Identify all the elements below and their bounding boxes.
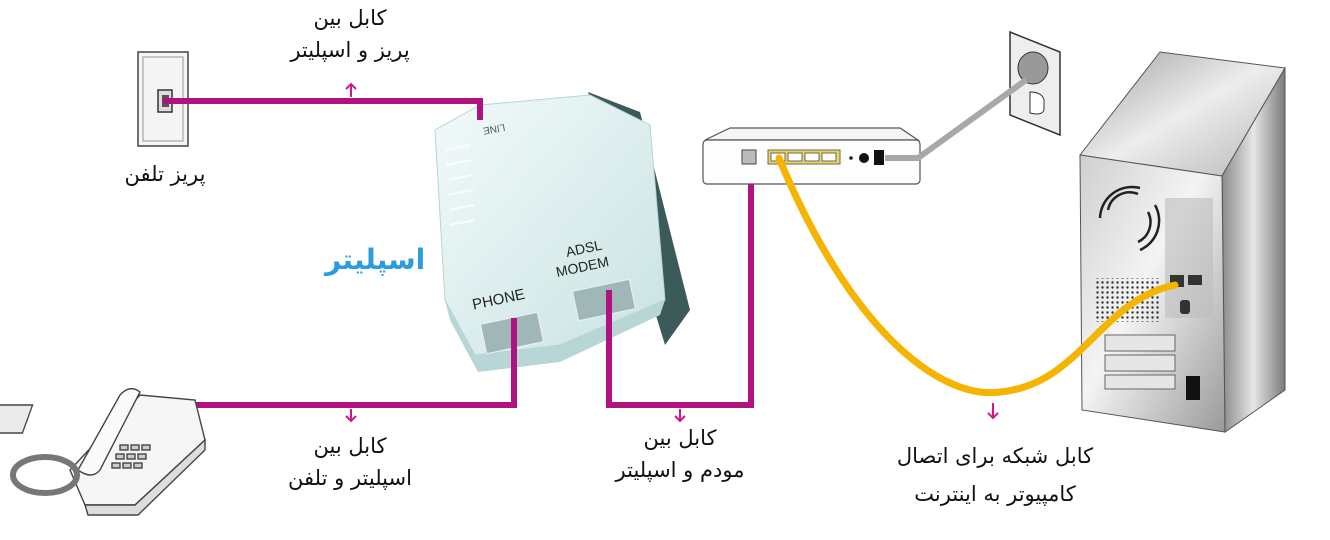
desktop-computer-icon [1079,51,1286,433]
label-line: اسپلیتر و تلفن [288,466,412,490]
label-line: کابل شبکه برای اتصال [896,444,1094,468]
cable-jack-to-splitter [163,98,483,120]
arrow-down-icon [987,403,999,420]
arrow-up-icon [345,82,357,97]
wall-jack-label: پریز تلفن [124,162,206,186]
cable-splitter-phone-label: کابل بین اسپلیتر و تلفن [250,430,450,494]
power-cable [885,77,1028,161]
splitter-title: اسپلیتر [325,243,426,276]
telephone-icon [0,387,206,516]
label-line: کابل بین [313,434,387,458]
label-line: کابل بین [313,6,387,30]
line-port-label: LINE [482,121,506,136]
adsl-modem-router-icon [702,127,921,185]
adsl-splitter-icon: LINE PHONE ADSL MODEM [434,92,690,372]
cable-splitter-to-phone [185,318,517,408]
network-cable [775,154,1179,397]
cable-jack-splitter-label: کابل بین پریز و اسپلیتر [250,2,450,66]
arrow-down-icon [674,409,686,423]
arrow-down-icon [345,409,357,423]
cable-splitter-to-modem [606,160,754,408]
label-line: کابل بین [643,426,717,450]
label-line: کامپیوتر به اینترنت [914,482,1076,506]
adsl-port-label: ADSL [564,237,603,260]
arrow-icons [345,82,999,423]
label-line: پریز و اسپلیتر [290,38,410,62]
cable-modem-splitter-label: کابل بین مودم و اسپلیتر [580,422,780,486]
cable-network-label: کابل شبکه برای اتصال کامپیوتر به اینترنت [870,437,1120,513]
power-outlet-icon [1009,30,1061,137]
label-line: مودم و اسپلیتر [615,458,745,482]
phone-cables [163,98,754,408]
